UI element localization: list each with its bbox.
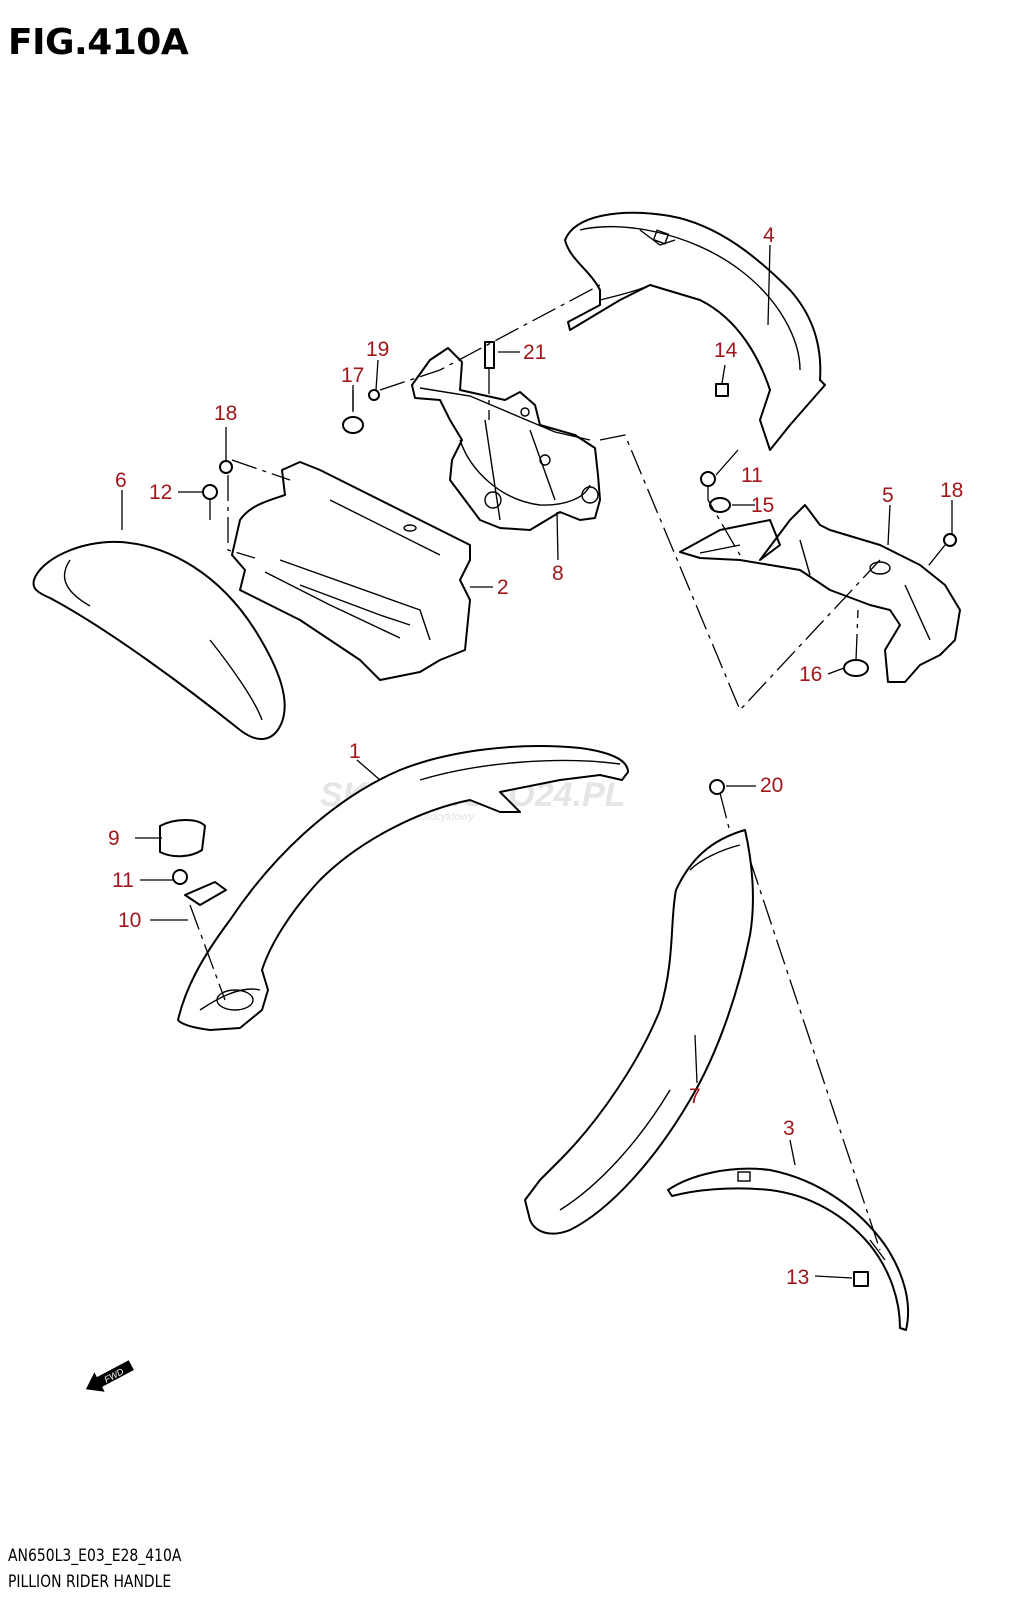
figure-name: PILLION RIDER HANDLE: [8, 1572, 172, 1592]
part-1-pillion-handle: [177, 745, 629, 1031]
part-15-washer: [709, 497, 731, 513]
part-8-frame-bracket: [411, 347, 601, 531]
callout-16: 16: [799, 663, 822, 686]
fasteners: [159, 341, 957, 1287]
callout-12: 12: [149, 481, 172, 504]
part-17-grommet: [342, 416, 364, 434]
callout-10: 10: [118, 909, 141, 932]
part-11-bolt-right: [700, 471, 716, 487]
leader-lines: [121, 244, 953, 1279]
part-19-screw: [368, 389, 380, 401]
callout-18-left: 18: [214, 402, 237, 425]
callout-11-left: 11: [112, 869, 134, 892]
callout-2: 2: [497, 576, 509, 599]
callout-5: 5: [882, 484, 894, 507]
part-13-clip: [853, 1271, 869, 1287]
part-21-bolt: [484, 341, 495, 369]
callout-labels: 1 2 3 4 5 6 7 8 9 10 11 11 12 13 14 15 1…: [108, 224, 963, 1289]
callout-9: 9: [108, 827, 120, 850]
fwd-arrow-icon: FWD: [85, 1360, 134, 1392]
callout-3: 3: [783, 1117, 795, 1140]
callout-15: 15: [751, 494, 774, 517]
part-16-grommet: [843, 659, 869, 677]
callout-21: 21: [523, 341, 546, 364]
callout-18-right: 18: [940, 479, 963, 502]
callout-11-right: 11: [741, 464, 763, 487]
callout-19: 19: [366, 338, 389, 361]
part-12-screw: [202, 484, 218, 500]
part-2-inner-panel: [231, 461, 471, 681]
callout-14: 14: [714, 339, 738, 362]
callout-20: 20: [760, 774, 783, 797]
part-9-cap: [159, 819, 206, 858]
part-18-screw-right: [943, 533, 957, 547]
part-3-strip: [667, 1167, 910, 1331]
part-14-nut: [715, 383, 729, 397]
part-18-screw-left: [219, 460, 233, 474]
callout-4: 4: [763, 224, 775, 247]
model-code: AN650L3_E03_E28_410A: [8, 1546, 182, 1566]
assembly-lines: [189, 284, 946, 1251]
callout-1: 1: [349, 740, 361, 763]
figure-title: FIG.410A: [8, 22, 189, 63]
callout-7: 7: [689, 1085, 701, 1108]
part-20-screw: [709, 779, 725, 795]
callout-6: 6: [115, 469, 127, 492]
callout-8: 8: [552, 562, 564, 585]
callout-13: 13: [786, 1266, 809, 1289]
callout-17: 17: [341, 364, 364, 387]
part-5-side-bracket: [679, 504, 961, 683]
part-6-cushion: [32, 540, 286, 740]
part-11-bolt-left: [172, 869, 188, 885]
part-10-plate: [184, 881, 227, 906]
part-4-rear-cover: [564, 211, 826, 451]
